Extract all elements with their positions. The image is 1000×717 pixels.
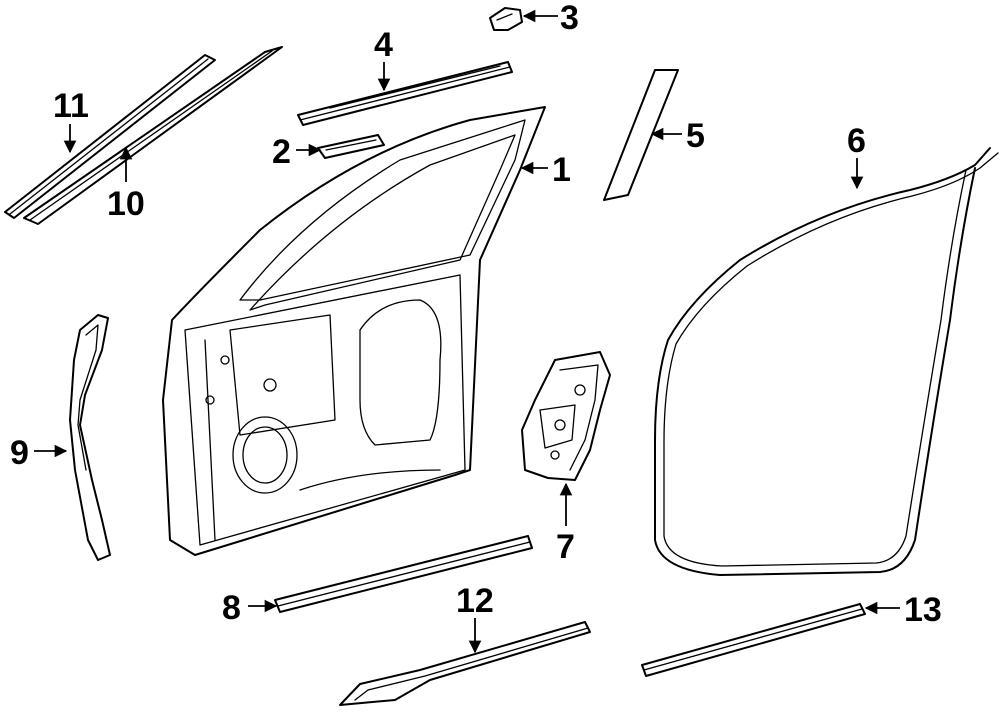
part-13-rocker-strip bbox=[641, 603, 866, 677]
callout-label-1: 1 bbox=[552, 151, 571, 189]
callout-label-13: 13 bbox=[904, 591, 942, 629]
callout-leaders bbox=[34, 9, 900, 654]
part-7-door-lock bbox=[521, 351, 611, 481]
callout-label-10: 10 bbox=[107, 185, 145, 223]
part-10-window-molding bbox=[23, 46, 283, 225]
callout-label-4: 4 bbox=[374, 26, 393, 64]
callout-label-3: 3 bbox=[560, 0, 579, 37]
callout-label-8: 8 bbox=[222, 589, 241, 627]
part-9-reinforcement bbox=[69, 314, 111, 561]
callout-label-5: 5 bbox=[686, 117, 705, 155]
callout-label-6: 6 bbox=[847, 122, 866, 160]
part-8-lower-weatherstrip bbox=[274, 535, 533, 613]
part-12-rocker-molding bbox=[339, 621, 591, 706]
part-3-clip bbox=[489, 7, 523, 31]
callout-label-2: 2 bbox=[272, 133, 291, 171]
part-5-pillar-garnish bbox=[603, 69, 679, 201]
part-2-bracket bbox=[317, 134, 385, 159]
part-11-window-molding bbox=[4, 54, 216, 219]
callout-label-9: 9 bbox=[10, 434, 29, 472]
callout-label-12: 12 bbox=[456, 582, 494, 620]
part-4-belt-weatherstrip bbox=[297, 61, 513, 126]
part-1-door-shell bbox=[162, 106, 546, 556]
callout-label-11: 11 bbox=[53, 87, 89, 125]
callout-labels: 1 2 3 4 5 6 7 8 9 10 11 12 13 bbox=[10, 0, 942, 629]
part-6-door-opening-weatherstrip bbox=[654, 147, 999, 576]
callout-label-7: 7 bbox=[556, 528, 575, 566]
